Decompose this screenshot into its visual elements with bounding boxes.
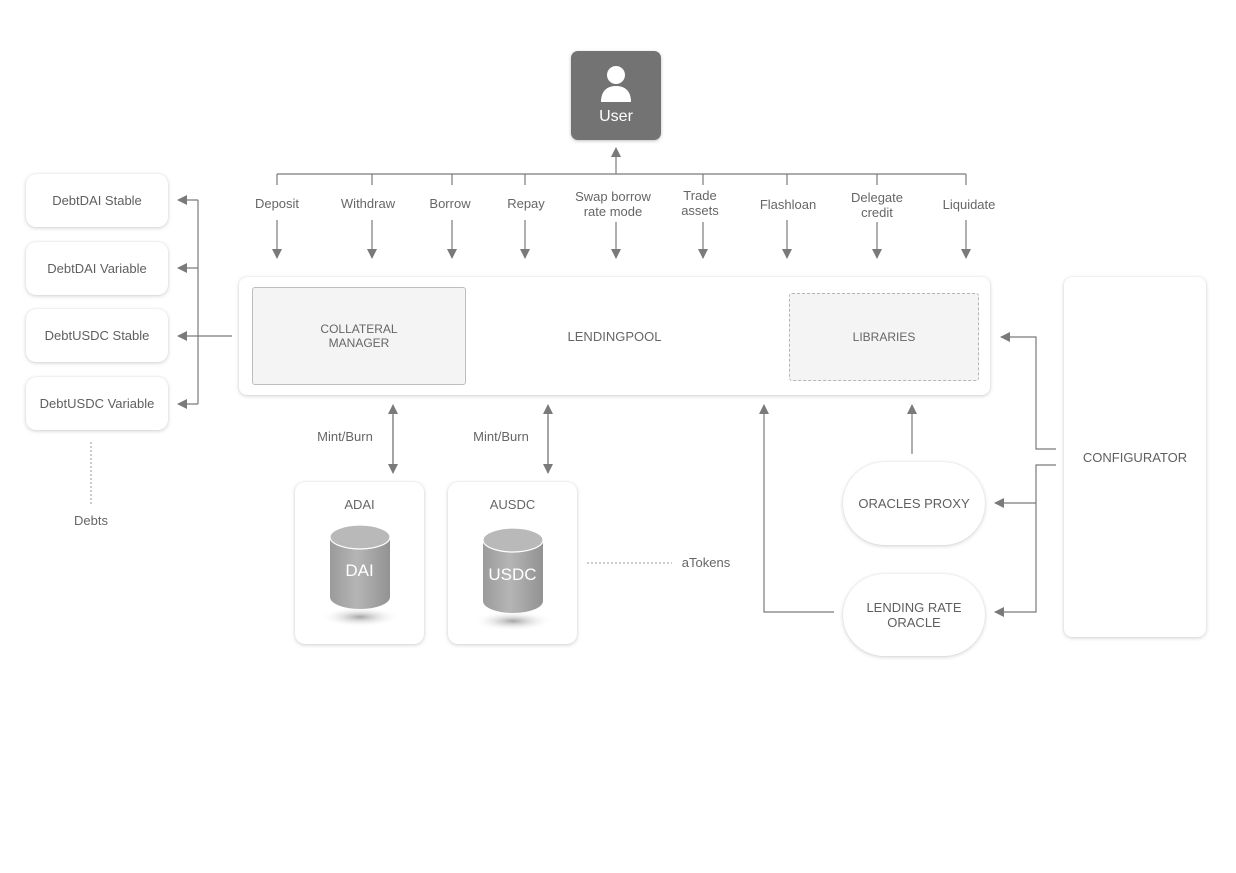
- dai-cylinder-icon: [320, 524, 400, 627]
- usdc-cylinder-icon: [473, 527, 553, 631]
- adai-token-card[interactable]: ADAI DAI: [295, 482, 424, 644]
- action-repay[interactable]: Repay: [507, 196, 545, 211]
- lendingpool-label: LENDINGPOOL: [567, 329, 662, 344]
- libraries-label: LIBRARIES: [852, 330, 916, 344]
- action-trade-assets[interactable]: Trade assets: [681, 188, 719, 218]
- debt-usdc-variable[interactable]: DebtUSDC Variable: [26, 377, 168, 430]
- usdc-asset-label: USDC: [488, 565, 537, 584]
- action-flashloan[interactable]: Flashloan: [759, 197, 817, 212]
- atokens-caption: aTokens: [681, 555, 731, 570]
- action-liquidate[interactable]: Liquidate: [942, 197, 996, 212]
- libraries-block[interactable]: LIBRARIES: [789, 293, 979, 381]
- ausdc-token-card[interactable]: AUSDC USDC: [448, 482, 577, 644]
- action-deposit[interactable]: Deposit: [254, 196, 300, 211]
- lending-rate-oracle-label: LENDING RATE ORACLE: [866, 600, 962, 630]
- configurator-label: CONFIGURATOR: [1082, 449, 1188, 465]
- action-swap-borrow-rate-mode[interactable]: Swap borrow rate mode: [575, 189, 651, 219]
- action-delegate-credit[interactable]: Delegate credit: [850, 190, 904, 220]
- lending-rate-oracle-block[interactable]: LENDING RATE ORACLE: [843, 574, 985, 656]
- user-label: User: [599, 108, 633, 125]
- user-icon: [601, 66, 631, 102]
- lendingpool-block[interactable]: COLLATERAL MANAGER LENDINGPOOL LIBRARIES: [239, 277, 990, 395]
- debt-usdc-stable[interactable]: DebtUSDC Stable: [26, 309, 168, 362]
- oracles-proxy-label: ORACLES PROXY: [858, 496, 970, 511]
- debt-dai-stable[interactable]: DebtDAI Stable: [26, 174, 168, 227]
- collateral-manager-label: COLLATERAL MANAGER: [320, 322, 398, 350]
- debts-caption: Debts: [74, 513, 108, 528]
- dai-asset-label: DAI: [345, 561, 374, 580]
- adai-label: ADAI: [344, 497, 375, 512]
- mint-burn-label-ausdc: Mint/Burn: [473, 429, 529, 444]
- mint-burn-label-adai: Mint/Burn: [317, 429, 373, 444]
- configurator-block[interactable]: CONFIGURATOR: [1064, 277, 1206, 637]
- user-node[interactable]: User: [571, 51, 661, 140]
- action-withdraw[interactable]: Withdraw: [340, 196, 396, 211]
- debt-dai-variable[interactable]: DebtDAI Variable: [26, 242, 168, 295]
- collateral-manager-block[interactable]: COLLATERAL MANAGER: [252, 287, 466, 385]
- ausdc-label: AUSDC: [489, 497, 536, 512]
- action-borrow[interactable]: Borrow: [429, 196, 471, 211]
- oracles-proxy-block[interactable]: ORACLES PROXY: [843, 462, 985, 545]
